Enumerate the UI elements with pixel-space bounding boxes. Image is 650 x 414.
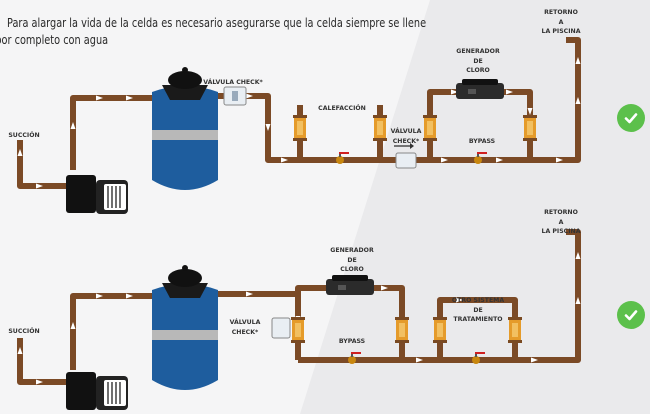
valve-icon	[293, 115, 307, 141]
pump-to-filter-pipe	[70, 95, 160, 170]
label-calefaccion: CALEFACCIÓN	[318, 105, 366, 112]
note-line-1: Para alargar la vida de la celda es nece…	[7, 15, 427, 30]
instruction-note: Para alargar la vida de la celda es nece…	[0, 14, 437, 48]
note-line-2: por completo con agua	[0, 32, 109, 47]
check-valve-icon	[223, 86, 247, 106]
pump-to-filter-pipe	[70, 293, 160, 370]
valve-icon	[395, 317, 409, 343]
chlorine-generator-icon	[456, 79, 504, 99]
label-valvula-check-1: VÁLVULA CHECK*	[203, 79, 263, 86]
diagram-1-components	[66, 67, 537, 214]
pump-icon	[66, 372, 128, 410]
valve-icon	[373, 115, 387, 141]
filter-icon	[152, 265, 218, 390]
check-valve-icon	[394, 143, 417, 169]
label-succion-2: SUCCIÓN	[8, 328, 40, 335]
filter-icon	[152, 67, 218, 190]
valve-icon	[423, 115, 437, 141]
check-circle-icon	[617, 104, 645, 132]
valve-icon	[433, 317, 447, 343]
label-bypass-2: BYPASS	[338, 338, 366, 345]
valve-icon	[508, 317, 522, 343]
label-succion-1: SUCCIÓN	[8, 132, 40, 139]
diagram-2-components	[66, 265, 522, 410]
check-valve-icon	[271, 317, 291, 339]
pump-icon	[66, 175, 128, 214]
suction-pipe	[17, 140, 72, 189]
valve-icon	[291, 317, 305, 343]
suction-pipe	[17, 338, 72, 385]
valve-icon	[523, 115, 537, 141]
check-circle-icon	[617, 301, 645, 329]
filter-outlet-pipe	[205, 93, 300, 163]
label-bypass-1: BYPASS	[468, 138, 496, 145]
chlorine-generator-icon	[326, 275, 374, 295]
